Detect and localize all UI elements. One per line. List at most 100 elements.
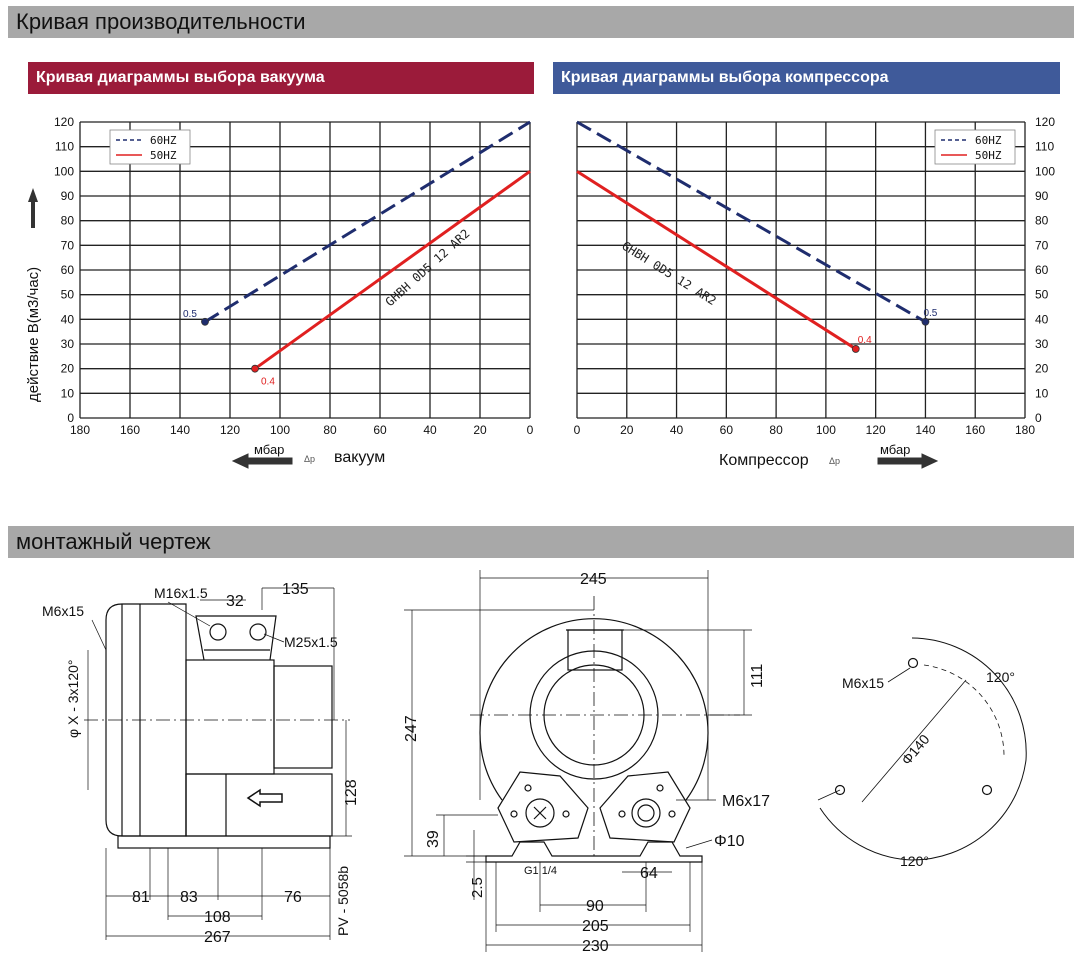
x-tick-label: 80 <box>769 423 783 437</box>
x-tick-label: 60 <box>373 423 387 437</box>
side-phi-label: φ X - 3x120° <box>65 660 81 739</box>
x-tick-label: 20 <box>473 423 487 437</box>
flange-angle-bottom: 120° <box>900 853 929 869</box>
front-111-label: 111 <box>749 664 766 688</box>
y-tick-label: 30 <box>61 337 75 351</box>
y-tick-label: 40 <box>61 312 75 326</box>
front-247-label: 247 <box>403 715 420 742</box>
y-tick-label: 80 <box>61 214 75 228</box>
side-m25-label: M25x1.5 <box>284 634 338 650</box>
x-tick-label: 20 <box>620 423 634 437</box>
series-line-50hz <box>254 170 531 370</box>
side-128-label: 128 <box>343 779 360 806</box>
compressor-chart-header: Кривая диаграммы выбора компрессора <box>553 62 1060 94</box>
y-tick-label: 30 <box>1035 337 1049 351</box>
y-tick-label: 20 <box>1035 362 1049 376</box>
y-axis-label: действие B(м3/час) <box>25 267 42 402</box>
front-90-label: 90 <box>586 898 604 915</box>
delta-p-label: Δp <box>304 454 315 464</box>
x-tick-label: 140 <box>170 423 190 437</box>
x-tick-label: 80 <box>323 423 337 437</box>
vacuum-chart: 0 10 20 30 40 50 60 70 80 90 100 110 120 180 160 140 120… <box>25 115 534 469</box>
y-tick-label: 100 <box>1035 164 1055 178</box>
side-m6x15-label: M6x15 <box>42 603 84 619</box>
y-tick-label: 100 <box>54 164 74 178</box>
side-76-label: 76 <box>284 889 302 906</box>
x-tick-label: 60 <box>720 423 734 437</box>
series-end-label: 0.5 <box>183 309 197 320</box>
y-tick-label: 40 <box>1035 312 1049 326</box>
y-tick-label: 10 <box>61 386 75 400</box>
performance-header: Кривая производительности <box>8 6 1074 38</box>
y-tick-label: 10 <box>1035 386 1049 400</box>
y-axis-arrow <box>28 188 38 228</box>
side-83-label: 83 <box>180 889 198 906</box>
x-tick-label: 100 <box>270 423 290 437</box>
side-m16-label: M16x1.5 <box>154 585 208 601</box>
side-81-label: 81 <box>132 889 150 906</box>
series-endpoint <box>921 317 930 326</box>
front-g1-label: G1 1/4 <box>524 865 557 877</box>
x-tick-label: 0 <box>527 423 534 437</box>
x-tick-label: 120 <box>220 423 240 437</box>
y-tick-label: 70 <box>1035 238 1049 252</box>
flange-phi140-label: Φ140 <box>898 731 933 768</box>
y-tick-label: 90 <box>61 189 75 203</box>
flange-m6x15-label: M6x15 <box>842 675 884 691</box>
y-tick-label: 50 <box>1035 288 1049 302</box>
y-tick-label: 0 <box>67 411 74 425</box>
legend-label: 50HZ <box>975 149 1002 162</box>
side-model-label: PV - 5058b <box>335 866 351 936</box>
model-annotation: GHBH 0D5 12 AR2 <box>619 239 718 308</box>
mounting-drawing: M6x15 φ X - 3x120° M16x1.5 32 135 M25x1.… <box>42 570 1027 955</box>
y-tick-label: 20 <box>61 362 75 376</box>
series-endpoint <box>251 364 259 373</box>
y-tick-label: 50 <box>61 288 75 302</box>
unit-label: мбар <box>254 442 284 457</box>
x-tick-label: 160 <box>120 423 140 437</box>
front-25-label: 2.5 <box>469 877 486 898</box>
y-tick-label: 120 <box>1035 115 1055 129</box>
flange-view <box>817 637 1027 861</box>
x-tick-label: 40 <box>670 423 684 437</box>
x-tick-label: 140 <box>915 423 935 437</box>
x-tick-label: 160 <box>965 423 985 437</box>
x-tick-label: 120 <box>866 423 886 437</box>
y-tick-label: 60 <box>1035 263 1049 277</box>
legend-label: 60HZ <box>975 134 1002 147</box>
legend-box <box>109 129 191 165</box>
side-135-label: 135 <box>282 581 309 598</box>
series-end-label: 0.4 <box>261 377 275 388</box>
legend-label: 60HZ <box>150 134 177 147</box>
series-end-label: 0.4 <box>858 335 872 346</box>
delta-p-label: Δp <box>829 456 840 466</box>
x-axis-label: вакуум <box>334 449 385 466</box>
direction-arrow <box>231 453 293 469</box>
x-tick-label: 100 <box>816 423 836 437</box>
series-endpoint <box>851 345 860 353</box>
front-view <box>404 570 752 952</box>
side-108-label: 108 <box>204 909 231 926</box>
vacuum-chart-header: Кривая диаграммы выбора вакуума <box>28 62 534 94</box>
x-tick-label: 180 <box>70 423 90 437</box>
front-39-label: 39 <box>425 830 442 848</box>
direction-arrow <box>877 453 939 469</box>
unit-label: мбар <box>880 442 910 457</box>
front-phi10-label: Φ10 <box>714 833 745 850</box>
side-267-label: 267 <box>204 929 231 946</box>
y-tick-label: 80 <box>1035 214 1049 228</box>
y-tick-label: 70 <box>61 238 75 252</box>
series-line-60hz <box>204 120 531 324</box>
side-32-label: 32 <box>226 593 244 610</box>
series-end-label: 0.5 <box>923 308 937 319</box>
series-line-50hz <box>576 170 857 351</box>
y-tick-label: 90 <box>1035 189 1049 203</box>
x-tick-label: 180 <box>1015 423 1035 437</box>
x-tick-label: 0 <box>574 423 581 437</box>
mounting-header: монтажный чертеж <box>8 526 1074 558</box>
front-m6x17-label: M6x17 <box>722 793 770 810</box>
y-tick-label: 120 <box>54 115 74 129</box>
x-tick-label: 40 <box>423 423 437 437</box>
y-tick-label: 110 <box>55 140 74 154</box>
